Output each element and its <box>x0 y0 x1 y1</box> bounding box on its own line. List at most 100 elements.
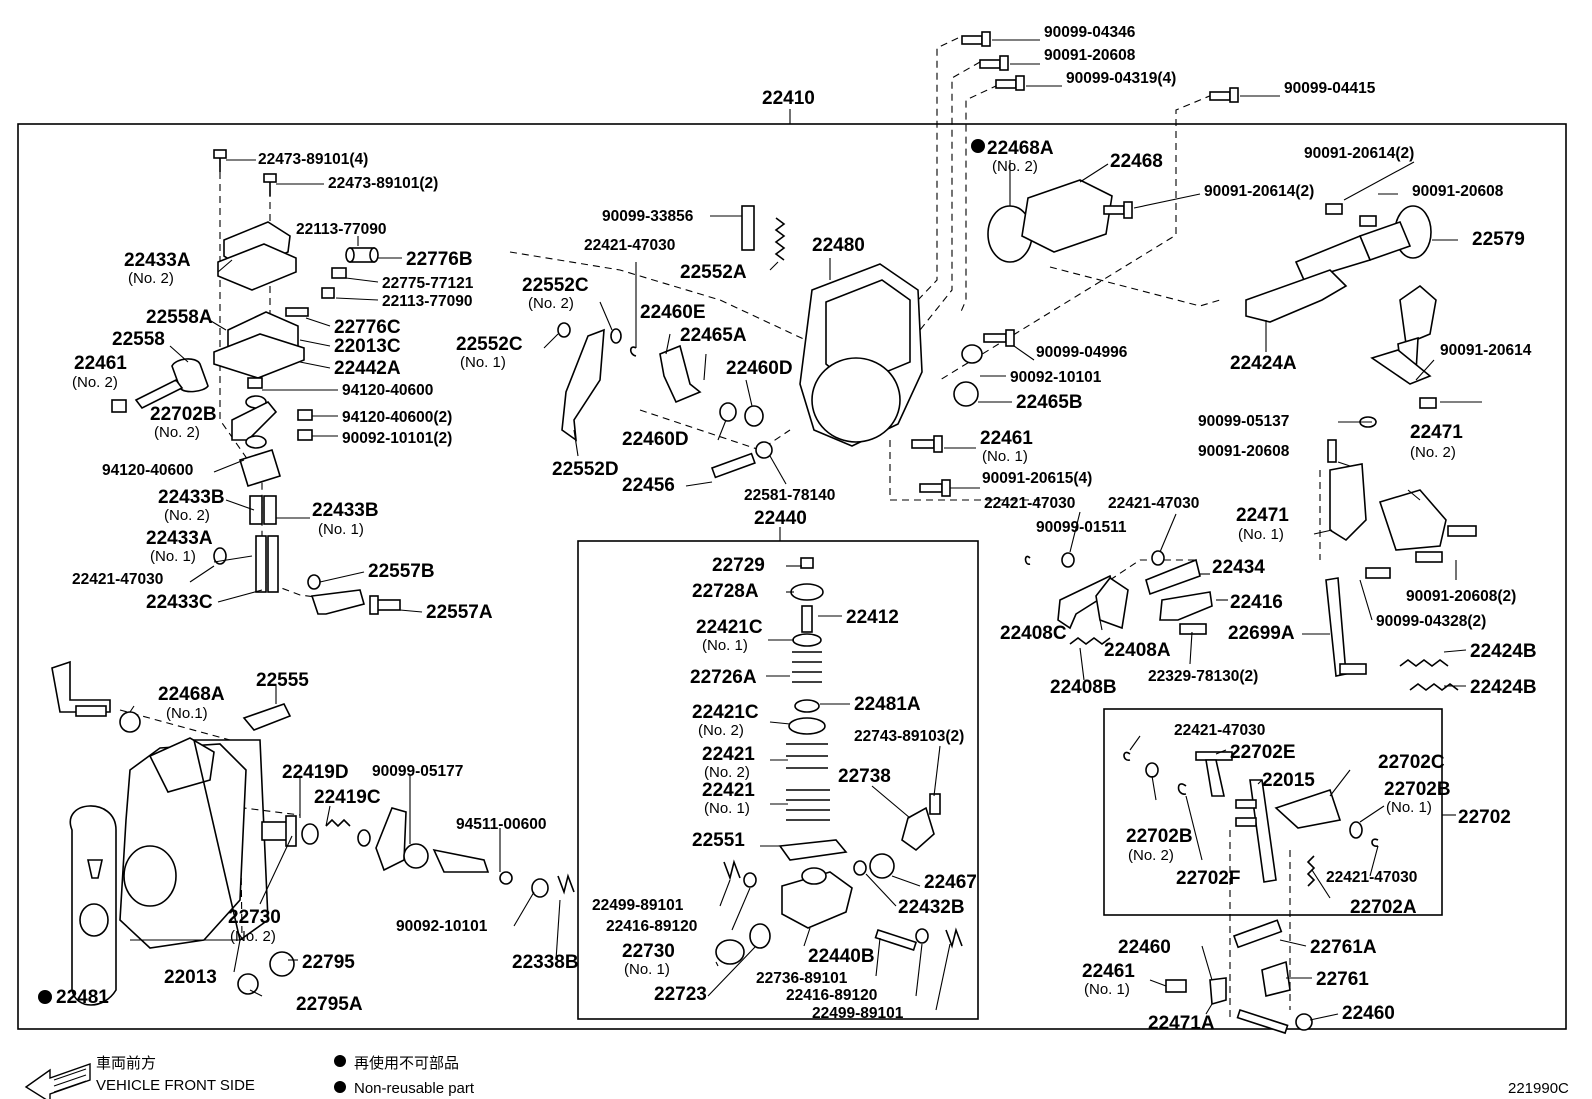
part-label: 22421-47030 <box>984 495 1075 512</box>
part-label: (No.1) <box>166 705 208 722</box>
part-label: (No. 2) <box>128 270 174 287</box>
sub-assembly-right-frame <box>1103 708 1443 916</box>
part-label: (No. 1) <box>1238 526 1284 543</box>
part-label: 22723 <box>654 984 707 1005</box>
part-label: 22434 <box>1212 557 1265 578</box>
part-label: 22465B <box>1016 392 1083 413</box>
part-label: 90099-04996 <box>1036 344 1128 361</box>
sub-assembly-right-number: 22702 <box>1458 807 1511 828</box>
part-label: 22460D <box>726 358 793 379</box>
part-label: 22551 <box>692 830 745 851</box>
part-label: 90092-10101 <box>396 918 488 935</box>
part-label: (No. 2) <box>72 374 118 391</box>
part-label: 22738 <box>838 766 891 787</box>
part-label: 22113-77090 <box>382 293 473 310</box>
part-label: 22416 <box>1230 592 1283 613</box>
part-label: 90099-05137 <box>1198 413 1289 430</box>
part-label: 22730 <box>622 941 675 962</box>
part-label: 22421 <box>702 780 755 801</box>
part-label: 22702B <box>150 404 217 425</box>
part-label: 22481 <box>56 987 109 1008</box>
part-label: 22460D <box>622 429 689 450</box>
part-label: 90091-20615(4) <box>982 470 1092 487</box>
part-label: 22467 <box>924 872 977 893</box>
part-label: 94120-40600 <box>342 382 433 399</box>
part-label: 22421-47030 <box>72 571 163 588</box>
main-assembly-number: 22410 <box>762 88 815 109</box>
part-label: 22736-89101 <box>756 970 848 987</box>
part-label: 22726A <box>690 667 757 688</box>
part-label: 22558A <box>146 307 213 328</box>
part-label: 90091-20614(2) <box>1204 183 1314 200</box>
part-label: 22728A <box>692 581 759 602</box>
part-label: 22460 <box>1342 1003 1395 1024</box>
part-label: 90099-01511 <box>1036 519 1127 536</box>
part-label: 22795A <box>296 994 363 1015</box>
part-label: 22013C <box>334 336 401 357</box>
part-label: 22421C <box>696 617 763 638</box>
part-label: 90099-04319(4) <box>1066 70 1176 87</box>
part-label: 22461 <box>1082 961 1135 982</box>
sub-assembly-center-number: 22440 <box>754 508 807 529</box>
part-label: 22471 <box>1236 505 1289 526</box>
part-label: (No. 1) <box>624 961 670 978</box>
non-reusable-marker <box>971 139 985 153</box>
part-label: 22421-47030 <box>1326 869 1417 886</box>
part-label: (No. 2) <box>1128 847 1174 864</box>
legend: 車両前方 VEHICLE FRONT SIDE 再使用不可部品 Non-reus… <box>24 1055 1569 1099</box>
legend-nonreuse-dot <box>334 1055 346 1067</box>
part-label: 22408C <box>1000 623 1067 644</box>
part-label: 22433A <box>124 250 191 271</box>
part-label: 22433A <box>146 528 213 549</box>
part-label: 22419C <box>314 787 381 808</box>
part-label: 22013 <box>164 967 217 988</box>
part-label: 22421-47030 <box>1108 495 1199 512</box>
part-label: 22702B <box>1126 826 1193 847</box>
assembly-guide-lines <box>119 37 1321 1020</box>
part-label: 22743-89103(2) <box>854 728 964 745</box>
part-label: 90091-20608 <box>1044 47 1136 64</box>
part-label: 22416-89120 <box>786 987 877 1004</box>
legend-front-en: VEHICLE FRONT SIDE <box>96 1077 255 1094</box>
part-label: 22468A <box>987 138 1054 159</box>
part-label: 90092-10101(2) <box>342 430 452 447</box>
part-label: (No. 2) <box>704 764 750 781</box>
part-label: 22729 <box>712 555 765 576</box>
part-label: 22329-78130(2) <box>1148 668 1258 685</box>
part-label: 22433B <box>312 500 379 521</box>
part-label: 22702C <box>1378 752 1445 773</box>
main-assembly-frame <box>17 123 1567 1030</box>
legend-nonreuse-dot <box>334 1081 346 1093</box>
part-label: 22761A <box>1310 937 1377 958</box>
part-label: 22471A <box>1148 1013 1215 1034</box>
part-label: 22468 <box>1110 151 1163 172</box>
part-label: 22499-89101 <box>812 1005 904 1022</box>
part-label: 22552C <box>456 334 523 355</box>
part-label: 94120-40600 <box>102 462 193 479</box>
part-label: 22416-89120 <box>606 918 697 935</box>
part-label: 90091-20614(2) <box>1304 145 1414 162</box>
part-label: 90099-33856 <box>602 208 694 225</box>
part-label: 22421 <box>702 744 755 765</box>
part-label: (No. 2) <box>154 424 200 441</box>
part-label: (No. 2) <box>164 507 210 524</box>
part-label: 90099-04328(2) <box>1376 613 1486 630</box>
part-label: 22499-89101 <box>592 897 684 914</box>
part-label: 22424B <box>1470 641 1537 662</box>
part-label: 22424A <box>1230 353 1297 374</box>
part-label: 94120-40600(2) <box>342 409 452 426</box>
part-label: (No. 2) <box>1410 444 1456 461</box>
part-label: 22555 <box>256 670 309 691</box>
part-label: 22552A <box>680 262 747 283</box>
part-label: 22433C <box>146 592 213 613</box>
legend-nonreuse-jp: 再使用不可部品 <box>354 1055 459 1072</box>
part-label: (No. 2) <box>230 928 276 945</box>
part-label: 90099-04415 <box>1284 80 1376 97</box>
part-label: 22421-47030 <box>1174 722 1265 739</box>
part-label: 22730 <box>228 907 281 928</box>
vehicle-front-arrow-icon <box>24 1063 91 1099</box>
part-label: 22552C <box>522 275 589 296</box>
part-label: 22461 <box>980 428 1033 449</box>
non-reusable-marker <box>38 990 52 1004</box>
